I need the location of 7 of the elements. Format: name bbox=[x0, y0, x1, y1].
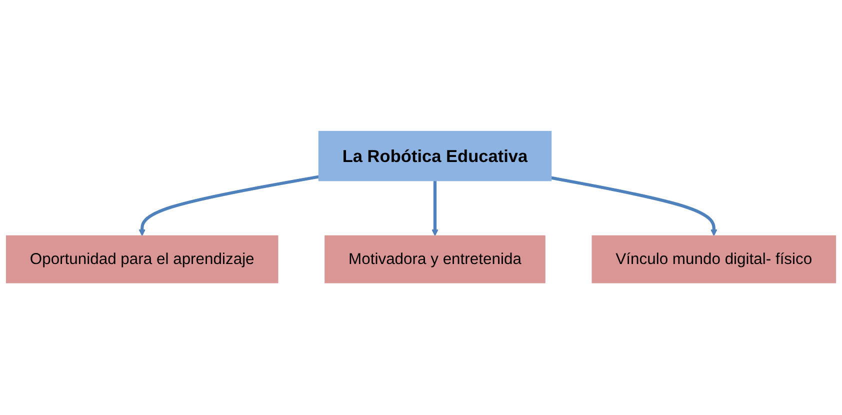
node-box: Motivadora y entretenida bbox=[324, 236, 546, 284]
arrow bbox=[550, 176, 718, 236]
node-box: La Robótica Educativa bbox=[318, 131, 552, 182]
node-box: Vínculo mundo digital- físico bbox=[592, 236, 836, 284]
node-box: Oportunidad para el aprendizaje bbox=[6, 236, 278, 284]
arrow bbox=[432, 181, 438, 236]
arrow bbox=[138, 176, 320, 236]
